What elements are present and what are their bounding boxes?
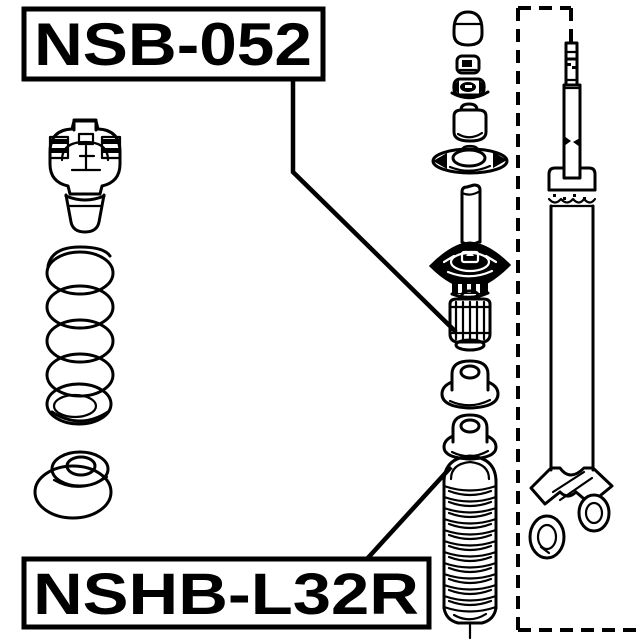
coil-spring-icon [45, 245, 115, 426]
strut-mount-icon [48, 118, 122, 234]
winged-washer-plate-icon [431, 144, 509, 175]
callout-line-nshb-l32r [364, 465, 453, 562]
part-number-top-text: NSB-052 [34, 11, 312, 78]
lock-nut-icon [455, 54, 481, 75]
part-number-bottom-text: NSHB-L32R [33, 562, 419, 627]
dust-boot-bellows-icon [442, 454, 498, 640]
dashed-enclosure [516, 6, 640, 632]
callout-line-nsb052 [290, 80, 458, 334]
small-bushing-icon [452, 102, 488, 143]
upper-grommet-icon [440, 359, 500, 410]
upper-mount-plate-icon [428, 241, 512, 299]
lower-grommet-icon [442, 413, 498, 461]
flanged-nut-icon [450, 77, 490, 100]
part-number-label-bottom: NSHB-L32R [21, 556, 432, 630]
shock-absorber-icon [528, 41, 614, 560]
bump-cap-icon [452, 10, 484, 47]
part-number-label-top: NSB-052 [21, 6, 326, 82]
mount-grommet-icon [33, 450, 113, 520]
spacer-tube-icon [460, 183, 482, 245]
ribbed-bushing-icon [448, 289, 492, 352]
